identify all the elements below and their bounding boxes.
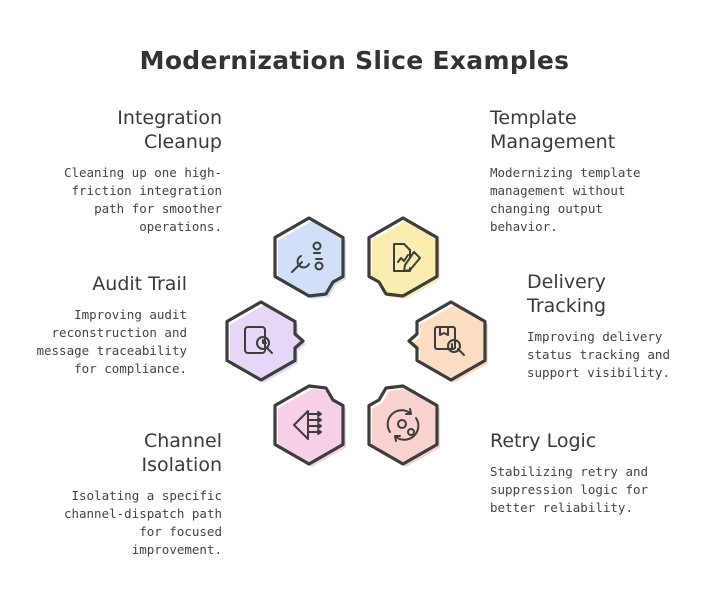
desc-line: for compliance. [74,361,187,376]
heading-line: Cleanup [143,131,222,153]
heading-line: Delivery [527,271,606,293]
hex-fill [372,389,440,467]
diagram-title: Modernization Slice Examples [139,46,570,75]
item-description: Improving audit reconstruction and messa… [0,306,187,378]
desc-line: management without [490,183,626,198]
desc-line: support visibility. [527,365,670,380]
hex-fill [372,221,440,299]
hex-integration-cleanup [273,216,346,299]
hex-outline [407,300,487,382]
desc-line: better reliability. [490,500,633,515]
desc-line: path for smoother [94,201,222,216]
clock-search-icon [244,326,273,354]
hex-outline [367,384,439,466]
package-search-icon [434,326,465,356]
desc-line: friction integration [71,183,222,198]
item-heading: Integration Cleanup [12,106,222,154]
heading-line: Template [490,107,577,129]
desc-line: suppression logic for [490,482,649,497]
hex-outline [273,216,345,298]
item-description: Cleaning up one high- friction integrati… [12,164,222,236]
hex-fill [278,221,346,299]
desc-line: changing output [490,201,603,216]
heading-line: Tracking [527,295,607,317]
desc-line: message traceability [36,343,187,358]
heading-line: Management [490,131,616,153]
item-integration-cleanup: Integration Cleanup Cleaning up one high… [12,106,222,236]
item-description: Modernizing template management without … [490,164,700,236]
item-heading: Audit Trail [0,272,187,296]
heading-line: Isolation [141,454,222,476]
hex-outline [367,216,439,298]
funnel-split-icon [293,410,322,440]
item-heading: Delivery Tracking [527,270,705,318]
desc-line: Improving delivery [527,329,663,344]
heading-line: Channel [143,430,222,452]
hex-fill [412,305,488,383]
item-description: Isolating a specific channel-dispatch pa… [12,487,222,559]
hex-fill [278,389,346,467]
hex-channel-isolation [273,384,346,467]
hex-outline [225,300,305,382]
item-template-management: Template Management Modernizing template… [490,106,700,236]
item-delivery-tracking: Delivery Tracking Improving delivery sta… [527,270,705,382]
hex-outline [273,384,345,466]
hex-delivery-tracking [407,300,488,383]
item-heading: Template Management [490,106,700,154]
item-description: Improving delivery status tracking and s… [527,328,705,382]
hex-template-management [367,216,440,299]
hex-audit-trail [225,300,306,383]
desc-line: Modernizing template [490,165,641,180]
item-heading: Retry Logic [490,429,700,453]
heading-line: Integration [117,107,222,129]
desc-line: reconstruction and [51,325,187,340]
wrench-gears-icon [291,241,324,273]
desc-line: Improving audit [74,307,187,322]
desc-line: Stabilizing retry and [490,464,649,479]
gear-cycle-icon [386,408,420,442]
desc-line: for focused [139,524,222,539]
desc-line: operations. [139,219,222,234]
item-heading: Channel Isolation [12,429,222,477]
desc-line: improvement. [131,542,222,557]
hex-retry-logic [367,384,440,467]
document-edit-icon [393,243,421,272]
desc-line: Cleaning up one high- [63,165,222,180]
heading-line: Retry Logic [490,430,597,452]
desc-line: behavior. [490,219,558,234]
heading-line: Audit Trail [92,273,187,295]
item-description: Stabilizing retry and suppression logic … [490,463,700,517]
desc-line: status tracking and [527,347,670,362]
desc-line: channel-dispatch path [63,506,222,521]
item-channel-isolation: Channel Isolation Isolating a specific c… [12,429,222,559]
item-audit-trail: Audit Trail Improving audit reconstructi… [0,272,187,378]
desc-line: Isolating a specific [71,488,222,503]
item-retry-logic: Retry Logic Stabilizing retry and suppre… [490,429,700,517]
